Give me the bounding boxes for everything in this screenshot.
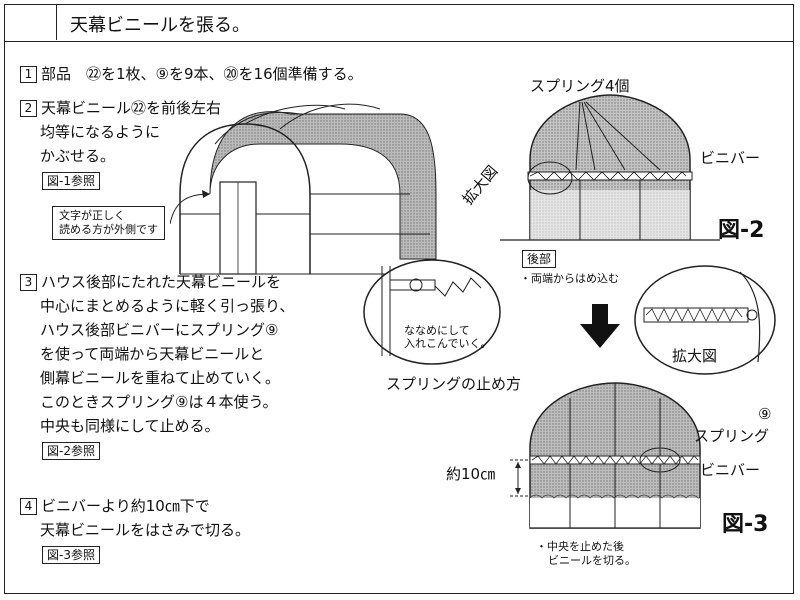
step-2-line-2: 均等になるように — [40, 123, 161, 141]
step-3-line-3: ハウス後部ビニバーにスプリング⑨ — [40, 321, 279, 339]
greenhouse-illustration — [170, 103, 437, 275]
fig3-note-line-1: ・中央を止めた後 — [536, 540, 624, 553]
header-bar: 天幕ビニールを張る。 — [4, 4, 794, 42]
step-1-number: 1 — [20, 66, 37, 83]
step-indicator-box — [4, 4, 57, 40]
fig3-zoom-label: 拡大図 — [672, 347, 718, 365]
step-3-line-4: を使って両端から天幕ビニールと — [40, 345, 265, 363]
fig2-diag-line-1: ななめにして — [404, 324, 470, 337]
fig3-rear-view — [510, 382, 701, 529]
instruction-frame — [4, 4, 794, 594]
step-2-number: 2 — [20, 100, 37, 117]
down-arrow-icon — [580, 304, 620, 348]
fig2-label: 図-2 — [718, 218, 765, 243]
step-1-text: 部品 ㉒を1枚、⑨を9本、⑳を16個準備する。 — [41, 65, 363, 83]
fig1-callout: 文字が正しく 読める方が外側です — [52, 206, 165, 240]
step-3-line-7: 中央も同様にして止める。 — [40, 417, 220, 435]
page-title: 天幕ビニールを張る。 — [70, 15, 250, 36]
fig2-spring-label: スプリング4個 — [530, 77, 630, 95]
step-3-number: 3 — [20, 274, 37, 291]
fig3-spring-number: ⑨ — [758, 405, 772, 423]
step-3-line-2: 中心にまとめるように軽く引っ張り、 — [40, 297, 295, 315]
fig2-rear-view — [500, 94, 720, 241]
step-3-reference: 図-2参照 — [42, 442, 100, 460]
fig2-spring-method: スプリングの止め方 — [386, 375, 522, 393]
step-4-number: 4 — [20, 498, 37, 515]
fig2-vinibar-label: ビニバー — [700, 149, 761, 167]
fig3-dimension-label: 約10㎝ — [446, 465, 496, 483]
fig3-zoom-circle — [634, 265, 776, 375]
fig3-spring-label: スプリング — [694, 427, 770, 445]
step-3-line-6: このときスプリング⑨は４本使う。 — [40, 393, 278, 411]
step-4-line-2: 天幕ビニールをはさみで切る。 — [40, 521, 251, 539]
fig2-zoom-circle — [363, 259, 501, 365]
step-4-reference: 図-3参照 — [42, 546, 100, 564]
step-3-line-5: 側幕ビニールを重ねて止めていく。 — [40, 369, 281, 387]
fig3-vinibar-label: ビニバー — [700, 461, 761, 479]
fig3-label: 図-3 — [722, 512, 769, 537]
fig2-diag-line-2: 入れこんでいく。 — [404, 337, 492, 350]
step-2-line-3: かぶせる。 — [40, 147, 116, 165]
fig2-rear-note: ・両端からはめ込む — [520, 272, 619, 285]
fig3-note-line-2: ビニールを切る。 — [548, 554, 636, 567]
step-2-reference: 図-1参照 — [42, 172, 100, 190]
fig2-rear-label: 後部 — [522, 250, 557, 268]
